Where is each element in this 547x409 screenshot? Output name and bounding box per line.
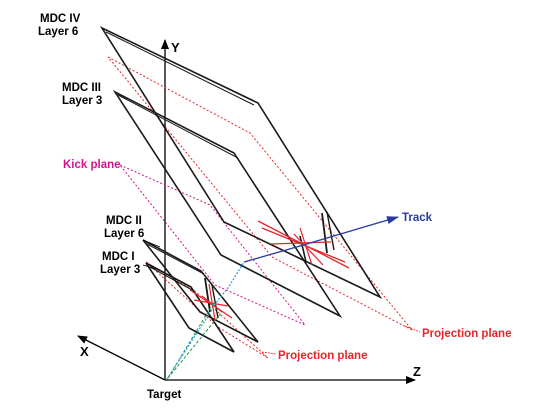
hit-outer-5 bbox=[299, 227, 313, 266]
mdc-outer-post-3 bbox=[299, 235, 307, 263]
axis-label-y: Y bbox=[171, 40, 180, 55]
track-inner-segment bbox=[166, 261, 245, 380]
mdc4-edge-inner bbox=[105, 31, 255, 106]
mdc-outer-post-1 bbox=[321, 212, 328, 254]
mdc4-layer6-outline bbox=[99, 26, 383, 299]
label-kick-plane: Kick plane bbox=[63, 159, 121, 171]
label-mdc3-line2: Layer 3 bbox=[62, 95, 102, 107]
label-target: Target bbox=[147, 389, 181, 401]
track-candidate-green-2 bbox=[167, 311, 223, 379]
mdc2-layer6-outline bbox=[142, 239, 259, 343]
label-projection-plane-right: Projection plane bbox=[422, 328, 511, 340]
label-mdc2-line2: Layer 6 bbox=[104, 228, 144, 240]
hit-outer-3 bbox=[270, 241, 332, 245]
mdc-inner-post-2 bbox=[211, 284, 219, 319]
label-mdc3-line1: MDC III bbox=[62, 82, 101, 94]
x-axis bbox=[77, 335, 166, 381]
axis-label-z: Z bbox=[413, 364, 421, 379]
label-projection-plane-bottom: Projection plane bbox=[278, 350, 367, 362]
mdc2-edge-inner bbox=[146, 243, 205, 275]
mdc1-leader bbox=[142, 264, 161, 271]
projection-plane-large bbox=[107, 56, 413, 331]
label-mdc2-line1: MDC II bbox=[106, 215, 142, 227]
hit-inner-1 bbox=[189, 289, 233, 319]
label-mdc4-line2: Layer 6 bbox=[38, 26, 78, 38]
mdc-inner-post-1 bbox=[204, 277, 211, 313]
axis-label-x: X bbox=[80, 344, 89, 359]
mdc2-leader bbox=[142, 239, 161, 248]
mdc3-layer3-outline bbox=[112, 89, 343, 319]
projection-right-leader bbox=[404, 325, 421, 333]
hit-outer-4 bbox=[293, 233, 324, 266]
label-mdc4-line1: MDC IV bbox=[40, 13, 81, 25]
label-track: Track bbox=[402, 212, 433, 224]
mdc1-layer3-outline bbox=[145, 262, 235, 353]
label-mdc1-line2: Layer 3 bbox=[100, 264, 140, 276]
label-mdc1-line1: MDC I bbox=[102, 251, 135, 263]
mdc1-edge-inner bbox=[149, 266, 195, 292]
mdc3-edge-inner bbox=[117, 94, 239, 159]
hit-inner-4 bbox=[208, 283, 216, 321]
mdc-outer-post-2 bbox=[326, 211, 335, 251]
track-outer-segment bbox=[243, 216, 399, 263]
projection-bottom-leader bbox=[261, 351, 277, 355]
